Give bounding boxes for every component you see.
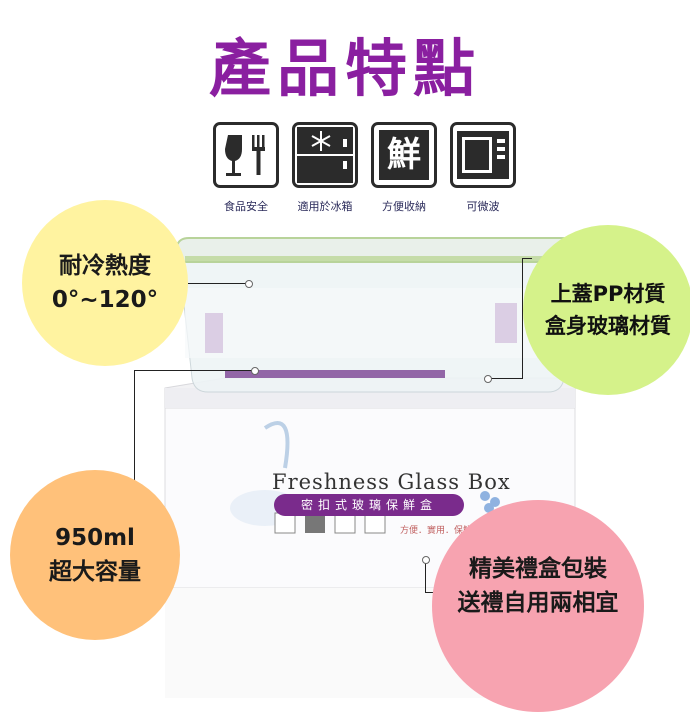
body-material: 盒身玻璃材質 — [545, 314, 671, 338]
connector-line — [134, 370, 135, 500]
capacity-value: 950ml — [55, 525, 135, 551]
feature-label: 方便收納 — [382, 200, 426, 213]
feature-label: 可微波 — [466, 200, 500, 213]
connector-line — [425, 560, 426, 592]
capacity-callout: 950ml 超大容量 — [10, 470, 180, 640]
feature-icons: 鮮 食品安全 適用於冰箱 方便收納 可微波 — [213, 122, 516, 222]
package-subtitle: 密扣式玻璃保鮮盒 — [274, 494, 464, 516]
connector-line — [188, 283, 248, 284]
material-callout: 上蓋PP材質 盒身玻璃材質 — [523, 225, 690, 395]
package-name: Freshness Glass Box — [272, 470, 511, 494]
feature-label: 適用於冰箱 — [297, 200, 353, 213]
wine-glass-fork-icon — [213, 122, 279, 188]
page-title: 產品特點 — [208, 32, 481, 105]
fresh-char: 鮮 — [379, 130, 429, 180]
heat-title: 耐冷熱度 — [59, 253, 151, 279]
connector-dot — [251, 367, 259, 375]
microwave-icon — [450, 122, 516, 188]
heat-range: 0°~120° — [51, 287, 159, 313]
gift-packaging-callout: 精美禮盒包裝 送禮自用兩相宜 — [432, 500, 644, 712]
capacity-label: 超大容量 — [49, 559, 141, 585]
connector-dot — [422, 556, 430, 564]
heat-resistance-callout: 耐冷熱度 0°~120° — [22, 200, 188, 366]
feature-label: 食品安全 — [224, 200, 268, 213]
lid-material: 上蓋PP材質 — [550, 282, 666, 306]
connector-dot — [484, 375, 492, 383]
connector-line — [134, 370, 254, 371]
connector-line — [490, 378, 523, 379]
connector-line — [522, 258, 523, 378]
package-tagline: 方便．實用．保鮮 — [400, 526, 473, 536]
connector-line — [522, 258, 532, 259]
gift-line-2: 送禮自用兩相宜 — [457, 590, 619, 616]
gift-line-1: 精美禮盒包裝 — [469, 556, 607, 582]
connector-dot — [245, 280, 253, 288]
snowflake-fridge-icon — [292, 122, 358, 188]
fresh-char-icon: 鮮 — [371, 122, 437, 188]
